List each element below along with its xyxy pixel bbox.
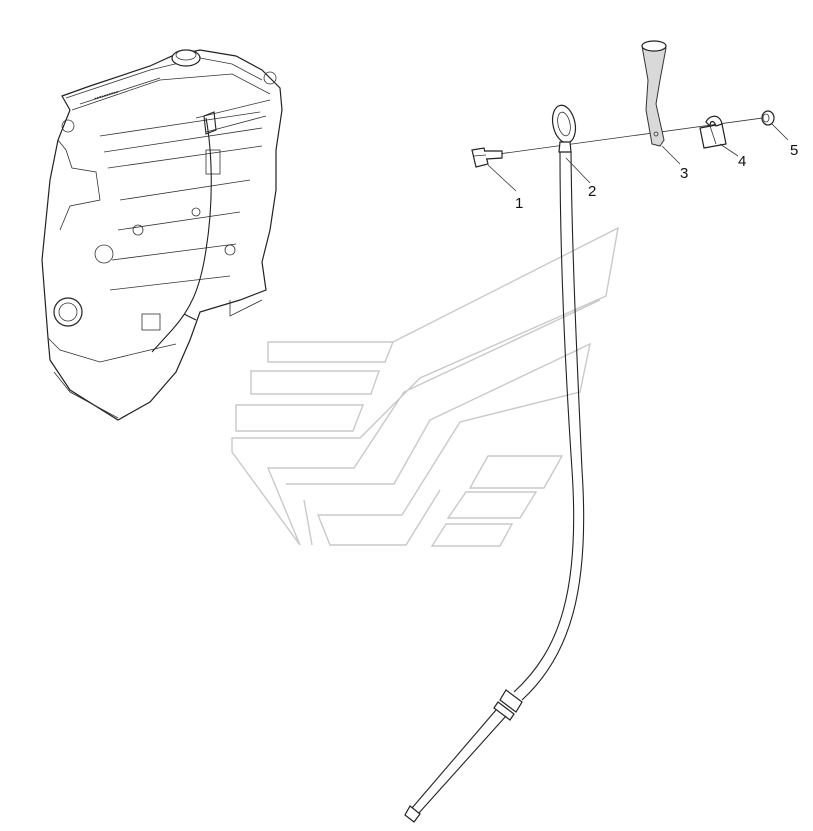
callout-5: 5 [790, 142, 798, 159]
leader-line-5 [771, 123, 789, 141]
callout-3: 3 [680, 165, 688, 182]
dipstick-part [404, 104, 585, 823]
callout-2: 2 [588, 183, 596, 200]
watermark-logo [231, 226, 619, 547]
nut-part [761, 110, 775, 126]
leader-line-1 [487, 164, 517, 192]
engine-illustration: ▪▪▪▪▪▪▪▪▪▪ [41, 49, 283, 421]
callout-4: 4 [738, 153, 746, 170]
leader-line-2 [565, 157, 591, 184]
clip-part [699, 115, 727, 149]
leader-line-3 [661, 145, 681, 165]
assembly-axis-line [483, 116, 771, 157]
bolt-part [471, 147, 503, 168]
leader-line-4 [719, 143, 739, 157]
callout-1: 1 [515, 195, 523, 212]
bracket-part [641, 40, 667, 147]
